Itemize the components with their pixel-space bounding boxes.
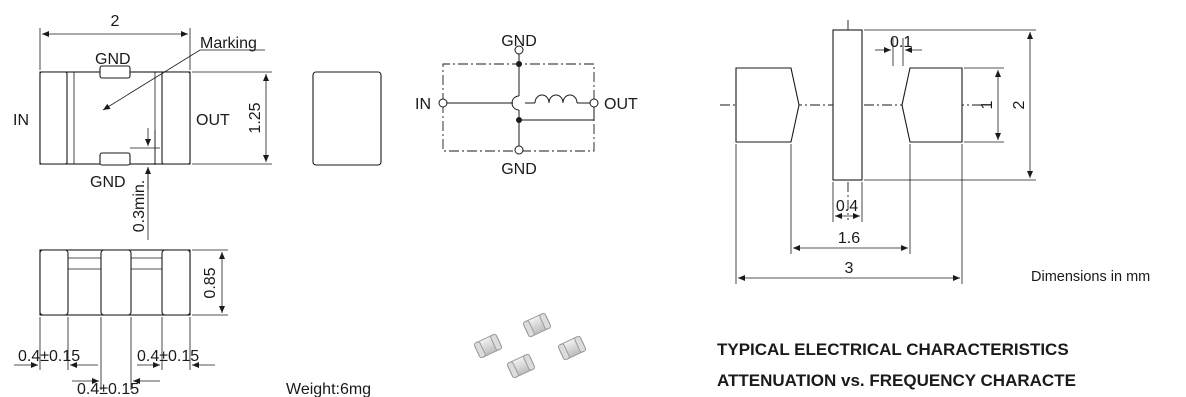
top-gnd-bottom-label: GND: [90, 174, 126, 191]
component-end-view: [312, 71, 382, 166]
top-width-dim: 1.25: [247, 102, 264, 133]
side-left-dim: 0.4±0.15: [18, 348, 80, 365]
top-in-label: IN: [13, 112, 29, 129]
center-strip: [832, 29, 863, 181]
side-height-dim: 0.85: [202, 267, 219, 298]
pad-height-dim: 1: [979, 100, 996, 109]
top-view-drawing: 2 Marking GND GND IN OUT 1.25 0.3min.: [13, 13, 272, 240]
circuit-in-label: IN: [415, 96, 431, 113]
component-photo: [473, 312, 587, 379]
units-note: Dimensions in mm: [1031, 269, 1150, 285]
equivalent-circuit: GND GND IN OUT: [415, 33, 638, 178]
top-out-label: OUT: [196, 112, 230, 129]
gap-dim: 0.1: [890, 34, 912, 51]
side-view-drawing: 0.85 0.4±0.15 0.4±0.15 0.4±0.15: [14, 249, 228, 397]
right-pad: [901, 67, 963, 143]
weight-label: Weight:6mg: [286, 381, 371, 397]
circuit-gnd-bottom-label: GND: [501, 161, 537, 178]
inner-span-dim: 1.6: [838, 230, 860, 247]
heading-electrical-characteristics: TYPICAL ELECTRICAL CHARACTERISTICS: [717, 340, 1069, 359]
gnd-pad-top: [99, 65, 131, 79]
total-span-dim: 3: [845, 260, 854, 277]
total-height-dim: 2: [1011, 100, 1028, 109]
left-pad: [735, 67, 800, 143]
right-electrode: [161, 71, 191, 165]
gnd-pad-bottom: [99, 152, 131, 166]
side-right-dim: 0.4±0.15: [137, 348, 199, 365]
center-width-dim: 0.4: [836, 198, 858, 215]
circuit-gnd-top-label: GND: [501, 33, 537, 50]
heading-attenuation: ATTENUATION vs. FREQUENCY CHARACTE: [717, 371, 1076, 390]
left-electrode: [39, 71, 68, 165]
top-min-dim: 0.3min.: [131, 180, 148, 232]
top-gnd-top-label: GND: [95, 51, 131, 68]
circuit-out-label: OUT: [604, 96, 638, 113]
land-pattern-drawing: 0.1 1 2 0.4 1.6 3 Dimensions in mm: [720, 20, 1150, 285]
top-length-dim: 2: [111, 13, 120, 30]
side-center-dim: 0.4±0.15: [77, 381, 139, 397]
marking-label: Marking: [200, 35, 257, 52]
